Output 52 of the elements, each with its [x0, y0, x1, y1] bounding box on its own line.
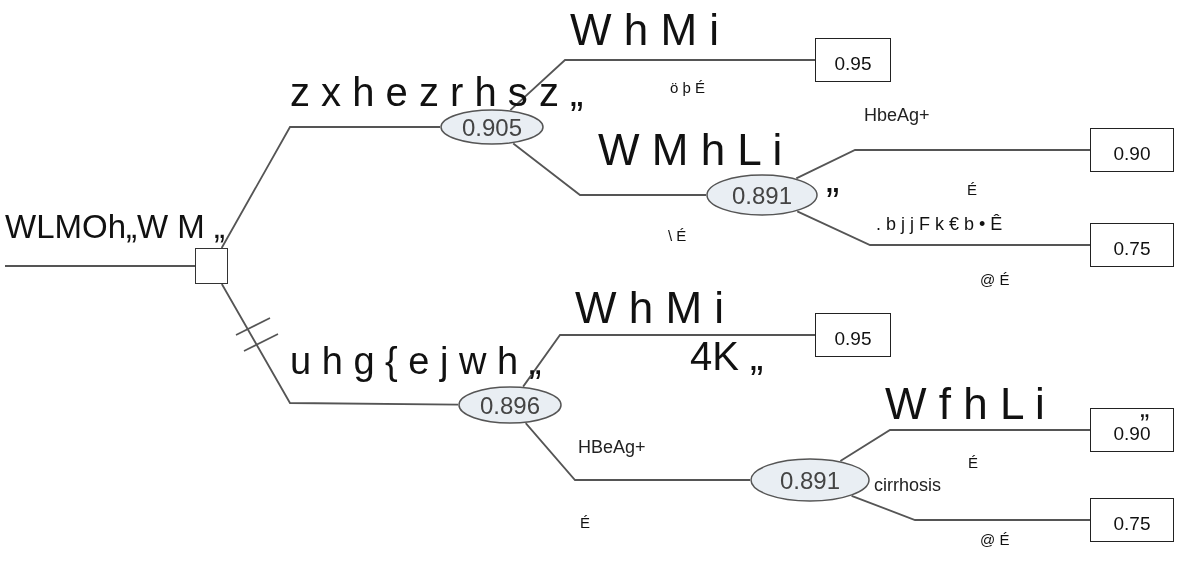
stray-text: „ — [826, 158, 840, 198]
stray-text: W h M i — [575, 286, 725, 330]
chance-node — [458, 386, 562, 424]
edge-label: HBeAg+ — [576, 438, 648, 458]
stray-text: @ É — [980, 532, 1010, 547]
probability-value: 0.891 — [779, 467, 841, 495]
probability-value: 0.95 — [834, 328, 872, 350]
probability-value: 0.896 — [479, 392, 541, 420]
stray-text: É — [580, 515, 590, 530]
stray-text: \ É — [668, 228, 687, 243]
stray-text: ö þ É — [670, 80, 706, 95]
stray-text: W M h L i — [598, 128, 783, 172]
stray-text: z x h e z r h s z „ — [290, 72, 584, 112]
outcome-box — [1090, 498, 1174, 542]
stray-text: É — [968, 455, 978, 470]
stray-text: 4K „ — [690, 336, 764, 376]
outcome-box — [1090, 408, 1174, 452]
stray-text: u h g { e j w h „ — [290, 342, 542, 380]
chance-node — [750, 458, 870, 502]
branch-line — [220, 126, 441, 249]
decision-box — [195, 248, 228, 284]
chance-node — [440, 109, 544, 145]
probability-value: 0.75 — [1113, 513, 1151, 535]
stray-text: W f h L i — [885, 382, 1045, 426]
probability-value: 0.95 — [834, 53, 872, 75]
stray-text: „ — [1140, 394, 1150, 422]
stray-text: . b j j F k € b • Ê — [876, 215, 1003, 233]
branch-line — [796, 210, 1091, 246]
probability-value: 0.891 — [731, 182, 793, 210]
branch-line — [220, 283, 459, 406]
branch-line — [524, 422, 751, 481]
probability-value: 0.75 — [1113, 238, 1151, 260]
stray-text: WLMOh„W M „ — [5, 210, 225, 243]
outcome-box — [815, 38, 891, 82]
chance-node — [706, 174, 818, 216]
probability-value: 0.90 — [1113, 143, 1151, 165]
outcome-box — [1090, 223, 1174, 267]
branch-line — [795, 149, 1091, 180]
branch-line — [839, 429, 1091, 462]
branch-line — [512, 142, 707, 196]
outcome-box — [815, 313, 891, 357]
branch-line — [4, 265, 196, 267]
branch-line — [522, 334, 816, 388]
stray-text: W h M i — [570, 8, 720, 52]
stray-text: @ É — [980, 272, 1010, 287]
outcome-box — [1090, 128, 1174, 172]
branch-line — [850, 494, 1091, 521]
edge-label: HbeAg+ — [862, 106, 932, 126]
branch-line — [509, 59, 816, 112]
probability-value: 0.90 — [1113, 423, 1151, 445]
stray-text: É — [967, 182, 977, 197]
probability-value: 0.905 — [461, 114, 523, 142]
